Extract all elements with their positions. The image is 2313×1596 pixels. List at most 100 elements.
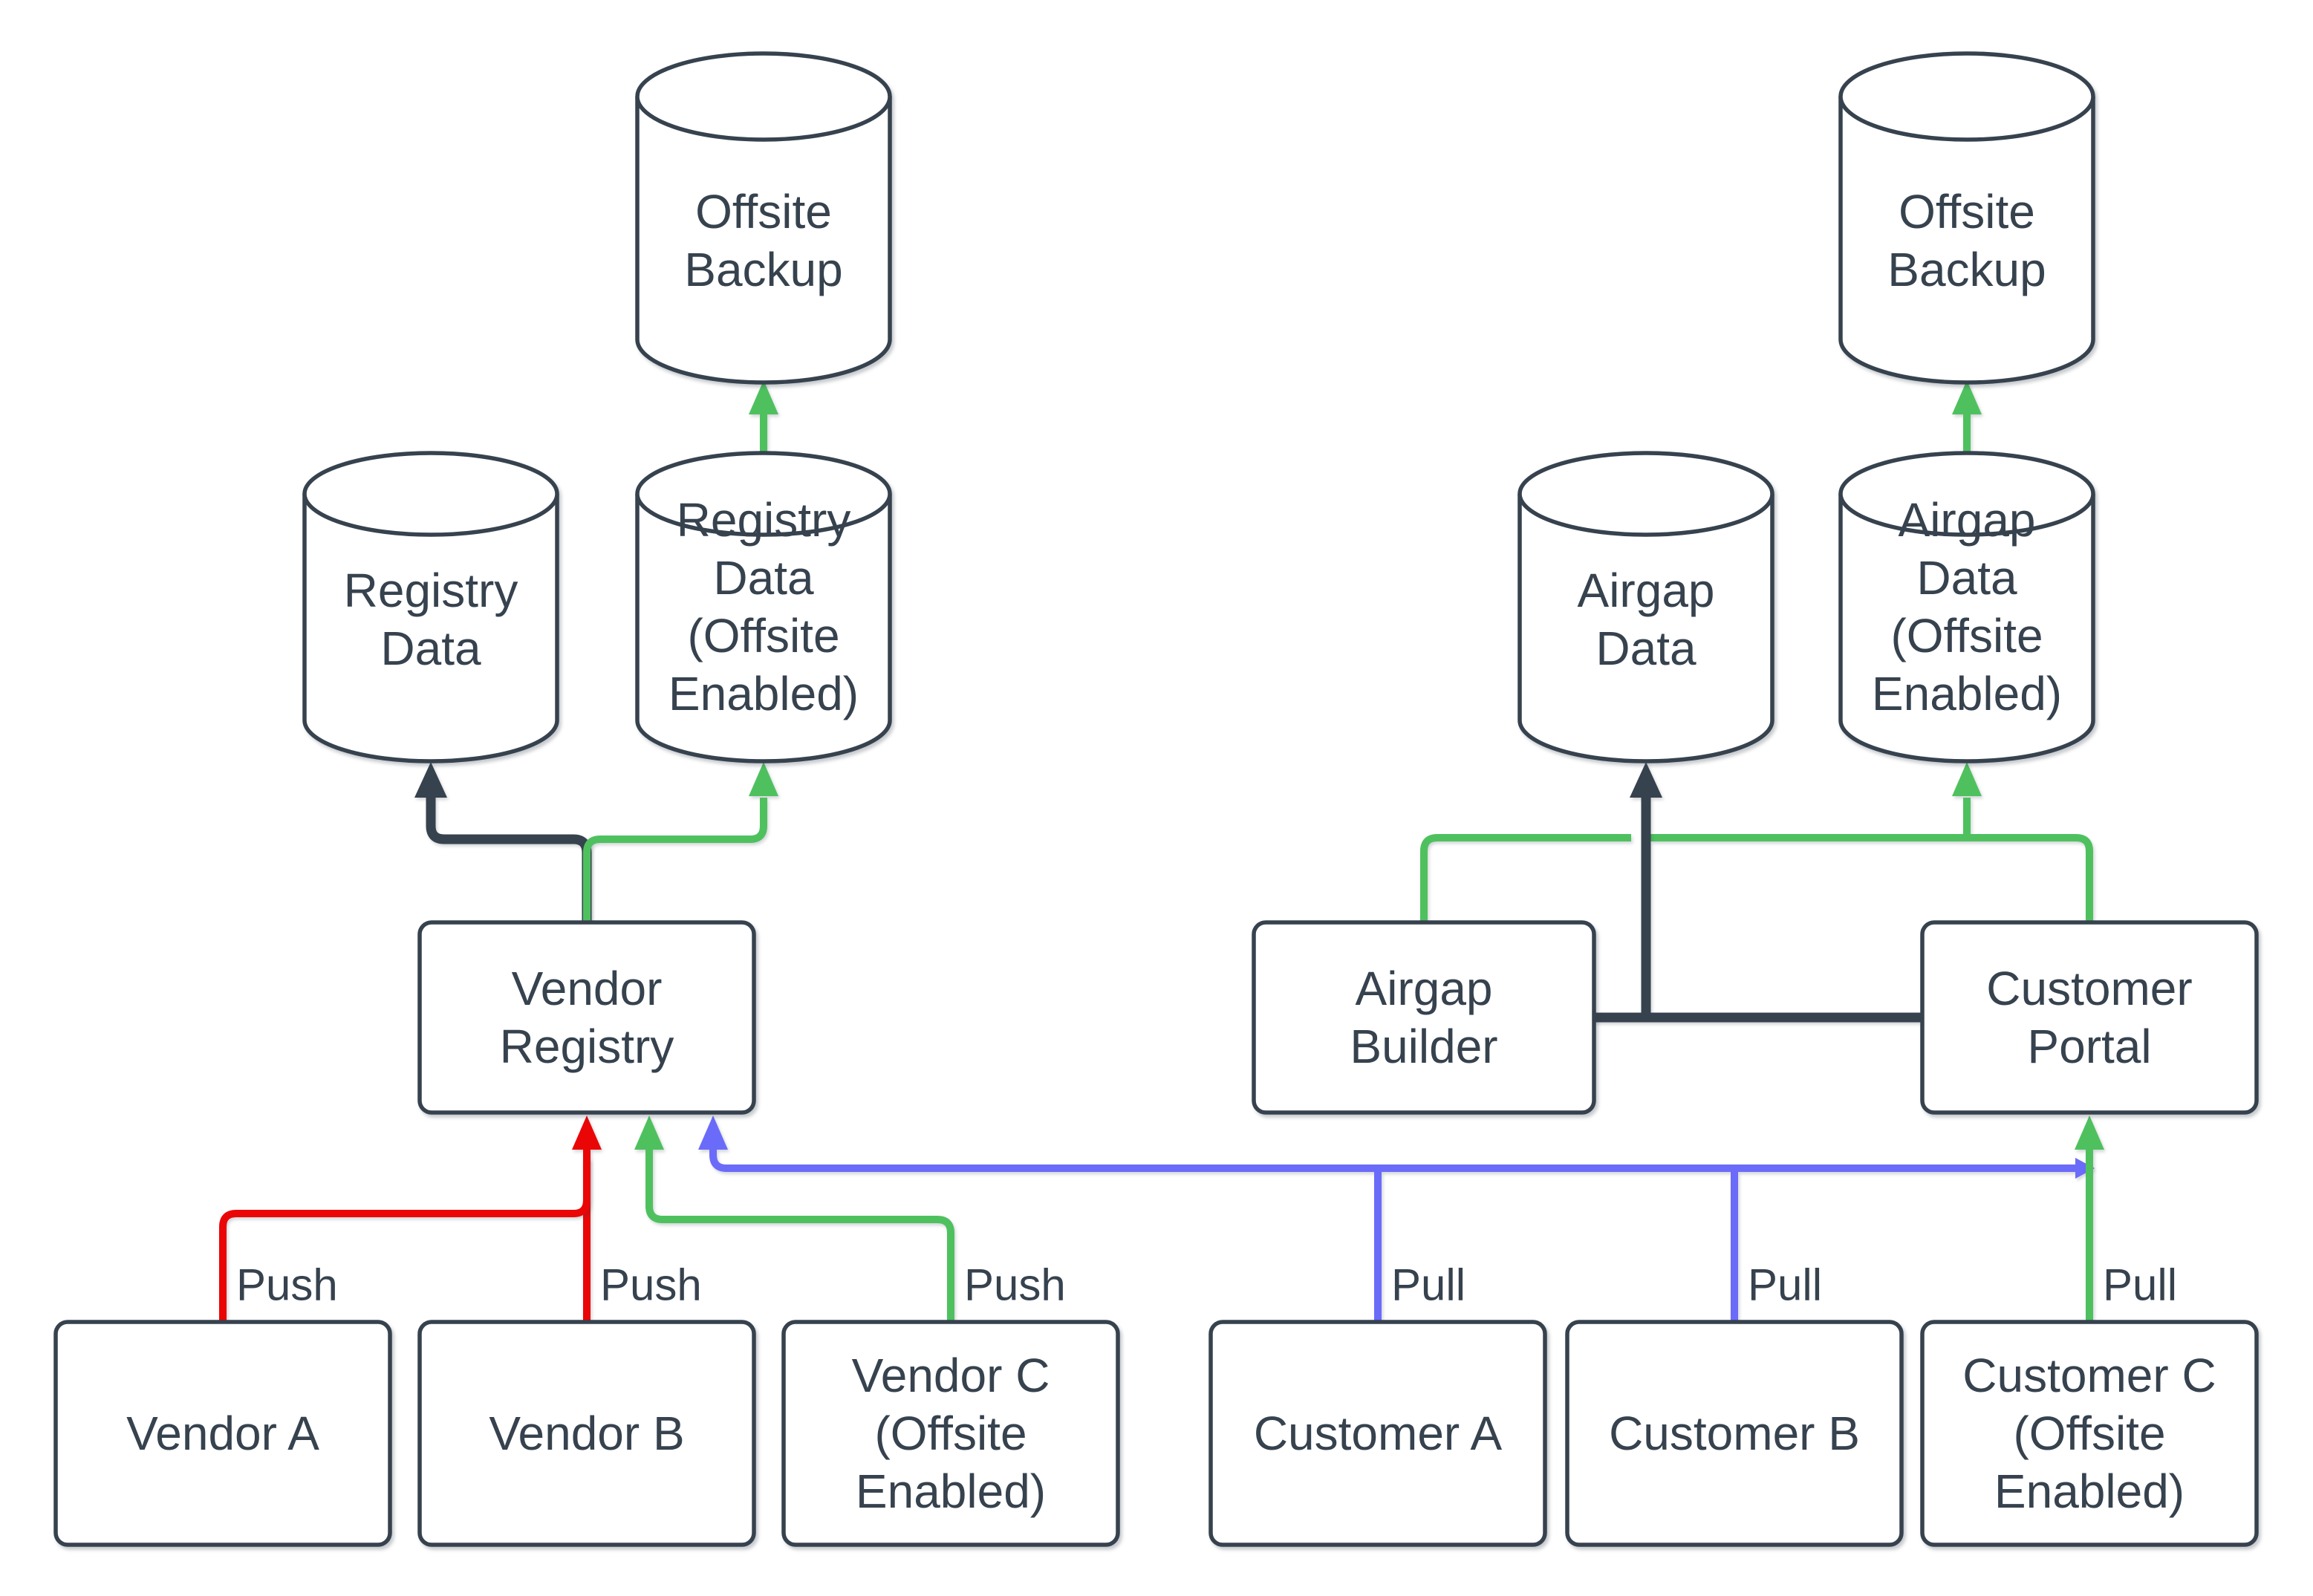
- node-label: Customer A: [1254, 1407, 1503, 1460]
- node-registry-data-offsite: Registry Data (Offsite Enabled): [635, 451, 892, 763]
- node-customer-b: Customer B: [1565, 1320, 1904, 1547]
- edge-line: [426, 798, 592, 922]
- node-label: Offsite: [1899, 185, 2035, 238]
- push-label-vendor-c: Push: [964, 1260, 1066, 1310]
- node-label: Vendor A: [126, 1407, 319, 1460]
- node-offsite-backup-right: Offsite Backup: [1838, 51, 2095, 385]
- node-label: Builder: [1350, 1020, 1497, 1073]
- edge-customers-pull-blue: [698, 1115, 2095, 1322]
- push-label-vendor-a: Push: [236, 1260, 338, 1310]
- node-airgap-builder: Airgap Builder: [1252, 920, 1596, 1115]
- node-box: [1252, 920, 1596, 1115]
- node-label: Enabled): [1872, 667, 2062, 720]
- pull-label-customer-b: Pull: [1748, 1260, 1822, 1310]
- node-label: Data: [380, 622, 481, 675]
- node-box: [1208, 1320, 1547, 1547]
- node-label: Data: [713, 551, 814, 605]
- edge-builder-portal-to-airgap-data: [1594, 762, 1924, 1023]
- cylinder-body: [1838, 494, 2095, 763]
- cylinder-top: [302, 451, 559, 537]
- arrowhead-up-icon: [572, 1115, 602, 1150]
- pull-label-customer-a: Pull: [1391, 1260, 1465, 1310]
- node-label: Vendor B: [489, 1407, 684, 1460]
- arrowhead-up-icon: [698, 1115, 728, 1150]
- edge-line-right-part: [1650, 834, 2093, 922]
- node-box: [1920, 920, 2259, 1115]
- node-label: Portal: [2027, 1020, 2151, 1073]
- cylinder-body: [635, 494, 892, 763]
- cylinder-top: [635, 451, 892, 537]
- edge-line: [583, 798, 767, 922]
- node-box: [417, 1320, 756, 1547]
- node-label: Registry: [344, 564, 518, 617]
- node-label: Offsite: [695, 185, 832, 238]
- node-label: (Offsite: [874, 1407, 1027, 1460]
- cylinder-top: [1838, 451, 2095, 537]
- edge-registry-data-offsite-to-offsite-backup: [749, 380, 778, 457]
- node-label: Airgap: [1578, 564, 1715, 617]
- node-label: Enabled): [856, 1465, 1046, 1518]
- node-label: Data: [1595, 622, 1696, 675]
- arrowhead-up-icon: [749, 380, 778, 414]
- node-label: Vendor: [512, 962, 663, 1015]
- edge-customer-c-pull: [2075, 1115, 2104, 1322]
- arrowhead-up-icon: [414, 762, 447, 798]
- edge-vendor-registry-to-registry-data: [414, 762, 592, 922]
- node-label: Backup: [684, 243, 842, 296]
- arrowhead-up-icon: [749, 762, 778, 796]
- node-label: Enabled): [1994, 1465, 2184, 1518]
- node-airgap-data: Airgap Data: [1517, 451, 1774, 763]
- arrowhead-up-icon: [634, 1115, 664, 1150]
- node-label: Vendor C: [852, 1349, 1050, 1402]
- node-airgap-data-offsite: Airgap Data (Offsite Enabled): [1838, 451, 2095, 763]
- node-label: Airgap: [1356, 962, 1493, 1015]
- arrowhead-up-icon: [1630, 762, 1662, 798]
- node-offsite-backup-left: Offsite Backup: [635, 51, 892, 385]
- node-label: Customer C: [1962, 1349, 2216, 1402]
- node-label: Data: [1916, 551, 2017, 605]
- cylinder-body: [302, 494, 559, 763]
- arrowhead-up-icon: [1952, 380, 1982, 414]
- node-box: [53, 1320, 392, 1547]
- cylinder-top: [635, 51, 892, 142]
- node-customer-c: Customer C (Offsite Enabled): [1920, 1320, 2259, 1547]
- node-label: Registry: [677, 493, 851, 547]
- node-box: [417, 920, 756, 1115]
- node-customer-portal: Customer Portal: [1920, 920, 2259, 1115]
- push-label-vendor-b: Push: [600, 1260, 702, 1310]
- pull-label-customer-c: Pull: [2103, 1260, 2177, 1310]
- node-box: [1920, 1320, 2259, 1547]
- node-box: [781, 1320, 1120, 1547]
- node-box: [1565, 1320, 1904, 1547]
- cylinder-body: [635, 97, 892, 385]
- edge-line: [645, 1150, 954, 1322]
- node-label: (Offsite: [1890, 609, 2043, 662]
- edge-line-left-part: [1420, 834, 1631, 922]
- edge-vendor-c-push: [634, 1115, 954, 1322]
- node-label: (Offsite: [687, 609, 839, 662]
- node-vendor-registry: Vendor Registry: [417, 920, 756, 1115]
- cylinder-body: [1838, 97, 2095, 385]
- cylinder-body: [1517, 494, 1774, 763]
- edge-customer-portal-to-airgap-offsite: [1420, 762, 2093, 922]
- node-label: Customer B: [1609, 1407, 1860, 1460]
- node-label: (Offsite: [2013, 1407, 2165, 1460]
- node-customer-a: Customer A: [1208, 1320, 1547, 1547]
- node-label: Registry: [500, 1020, 674, 1073]
- node-vendor-a: Vendor A: [53, 1320, 392, 1547]
- node-label: Backup: [1887, 243, 2046, 296]
- node-label: Airgap: [1899, 493, 2036, 547]
- arrowhead-up-icon: [2075, 1115, 2104, 1150]
- edge-line: [219, 1159, 591, 1322]
- node-registry-data: Registry Data: [302, 451, 559, 763]
- edge-vendor-registry-to-registry-data-offsite: [583, 762, 778, 922]
- node-vendor-c: Vendor C (Offsite Enabled): [781, 1320, 1120, 1547]
- cylinder-top: [1517, 451, 1774, 537]
- edge-vendor-a-push: [219, 1159, 591, 1322]
- cylinder-top: [1838, 51, 2095, 142]
- edge-line: [709, 1150, 2086, 1172]
- node-label: Enabled): [668, 667, 859, 720]
- node-label: Customer: [1986, 962, 2192, 1015]
- arrowhead-up-icon: [1952, 762, 1982, 796]
